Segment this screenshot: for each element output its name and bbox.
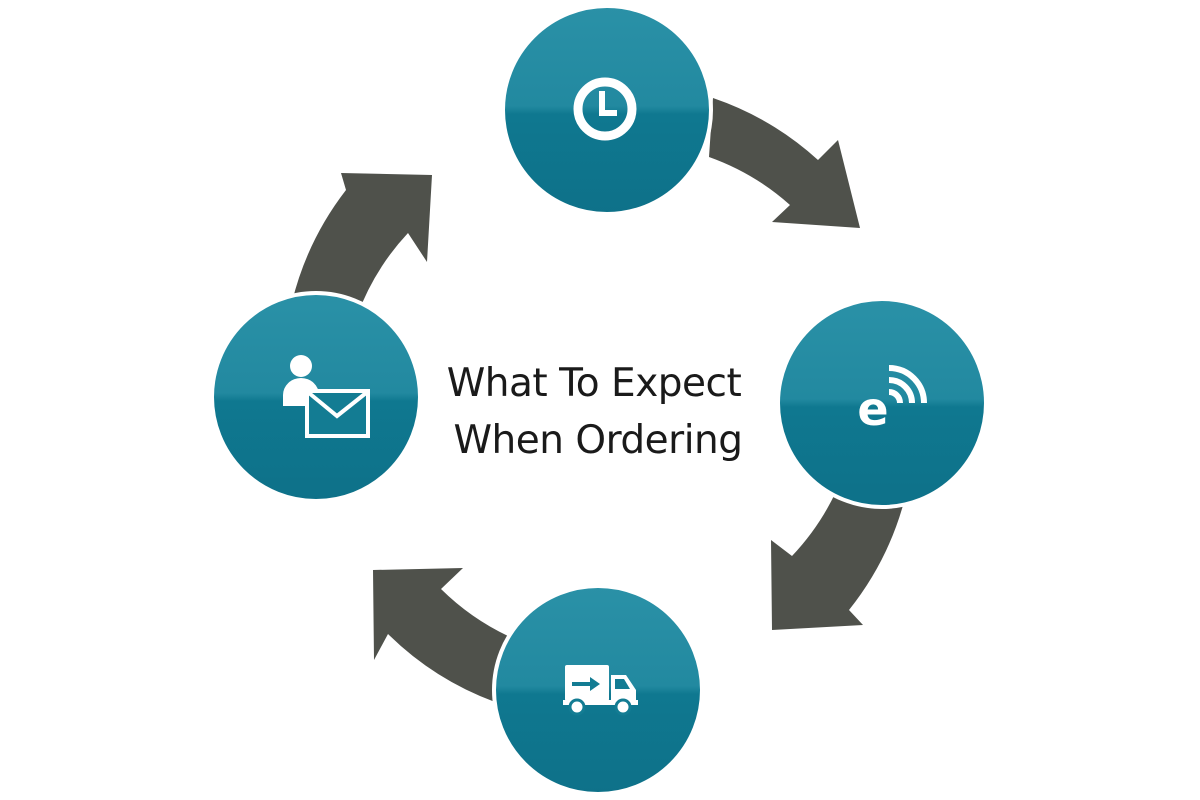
node-bottom (492, 584, 704, 796)
arrow-top-to-right (709, 98, 860, 228)
arrow-left-to-top (292, 173, 432, 316)
user-mail-icon (283, 355, 370, 438)
svg-text:e: e (857, 382, 888, 436)
e-signal-icon: e (857, 365, 927, 436)
node-top (501, 4, 713, 216)
diagram-title-line-2: When Ordering (453, 418, 742, 463)
arrow-right-to-bottom (771, 475, 905, 630)
node-right: e (776, 297, 988, 509)
diagram-title-line-1: What To Expect (447, 361, 742, 406)
clock-icon (573, 77, 637, 141)
arrow-bottom-to-left (373, 568, 508, 702)
delivery-truck-icon (563, 665, 638, 716)
node-left (210, 291, 422, 503)
cycle-arrows (292, 98, 905, 702)
